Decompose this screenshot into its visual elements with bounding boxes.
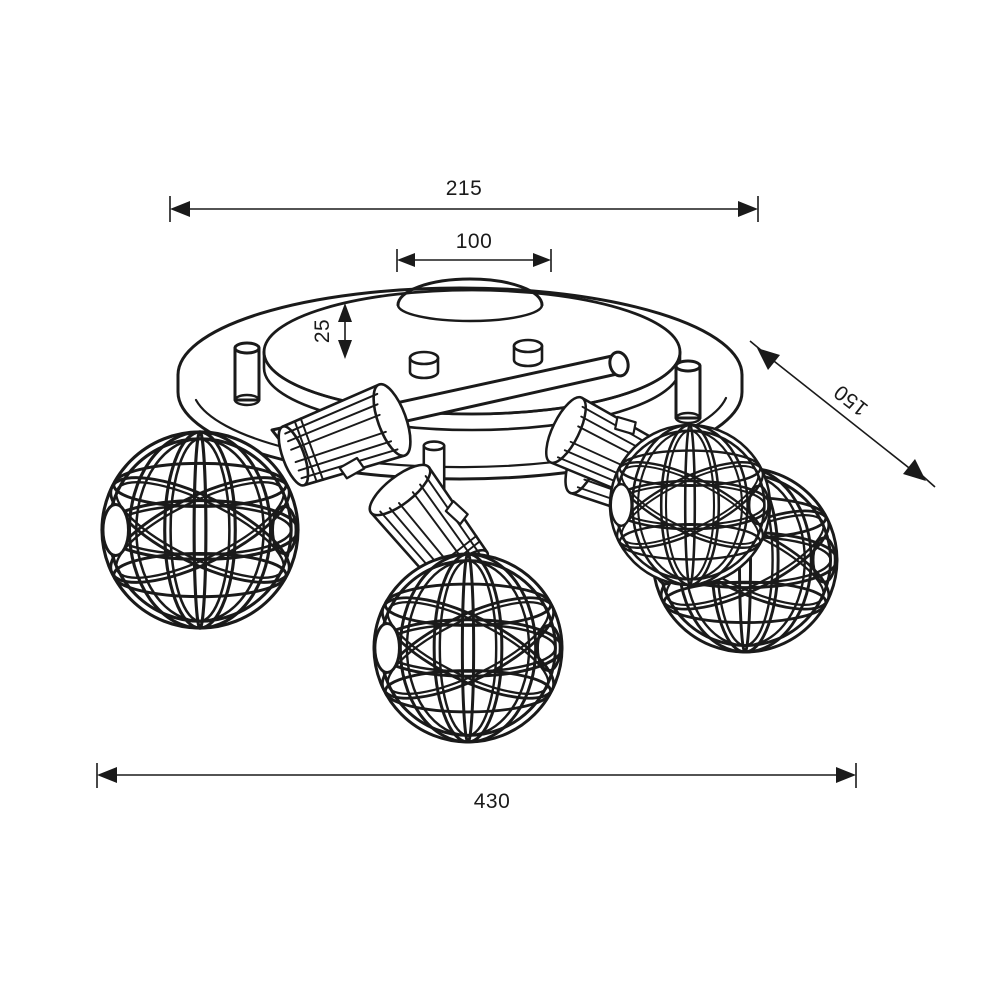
dimension-label-215: 215 bbox=[446, 177, 483, 200]
spot-head-front bbox=[361, 454, 569, 744]
dimension-label-430: 430 bbox=[474, 790, 511, 813]
dimension-plate-height: 25 bbox=[311, 303, 352, 359]
dimension-width-top: 215 bbox=[169, 177, 759, 222]
dimension-width-bottom: 430 bbox=[96, 763, 857, 813]
dimension-label-150: 150 bbox=[830, 380, 873, 421]
product-illustration bbox=[95, 277, 843, 744]
dimension-plate-diameter: 100 bbox=[396, 230, 552, 272]
dimension-label-25: 25 bbox=[311, 319, 334, 343]
mount-post-left bbox=[233, 341, 261, 407]
dimension-label-100: 100 bbox=[456, 230, 493, 253]
dimension-drop-diagonal: 150 bbox=[749, 340, 936, 488]
mount-post-right bbox=[674, 359, 702, 425]
